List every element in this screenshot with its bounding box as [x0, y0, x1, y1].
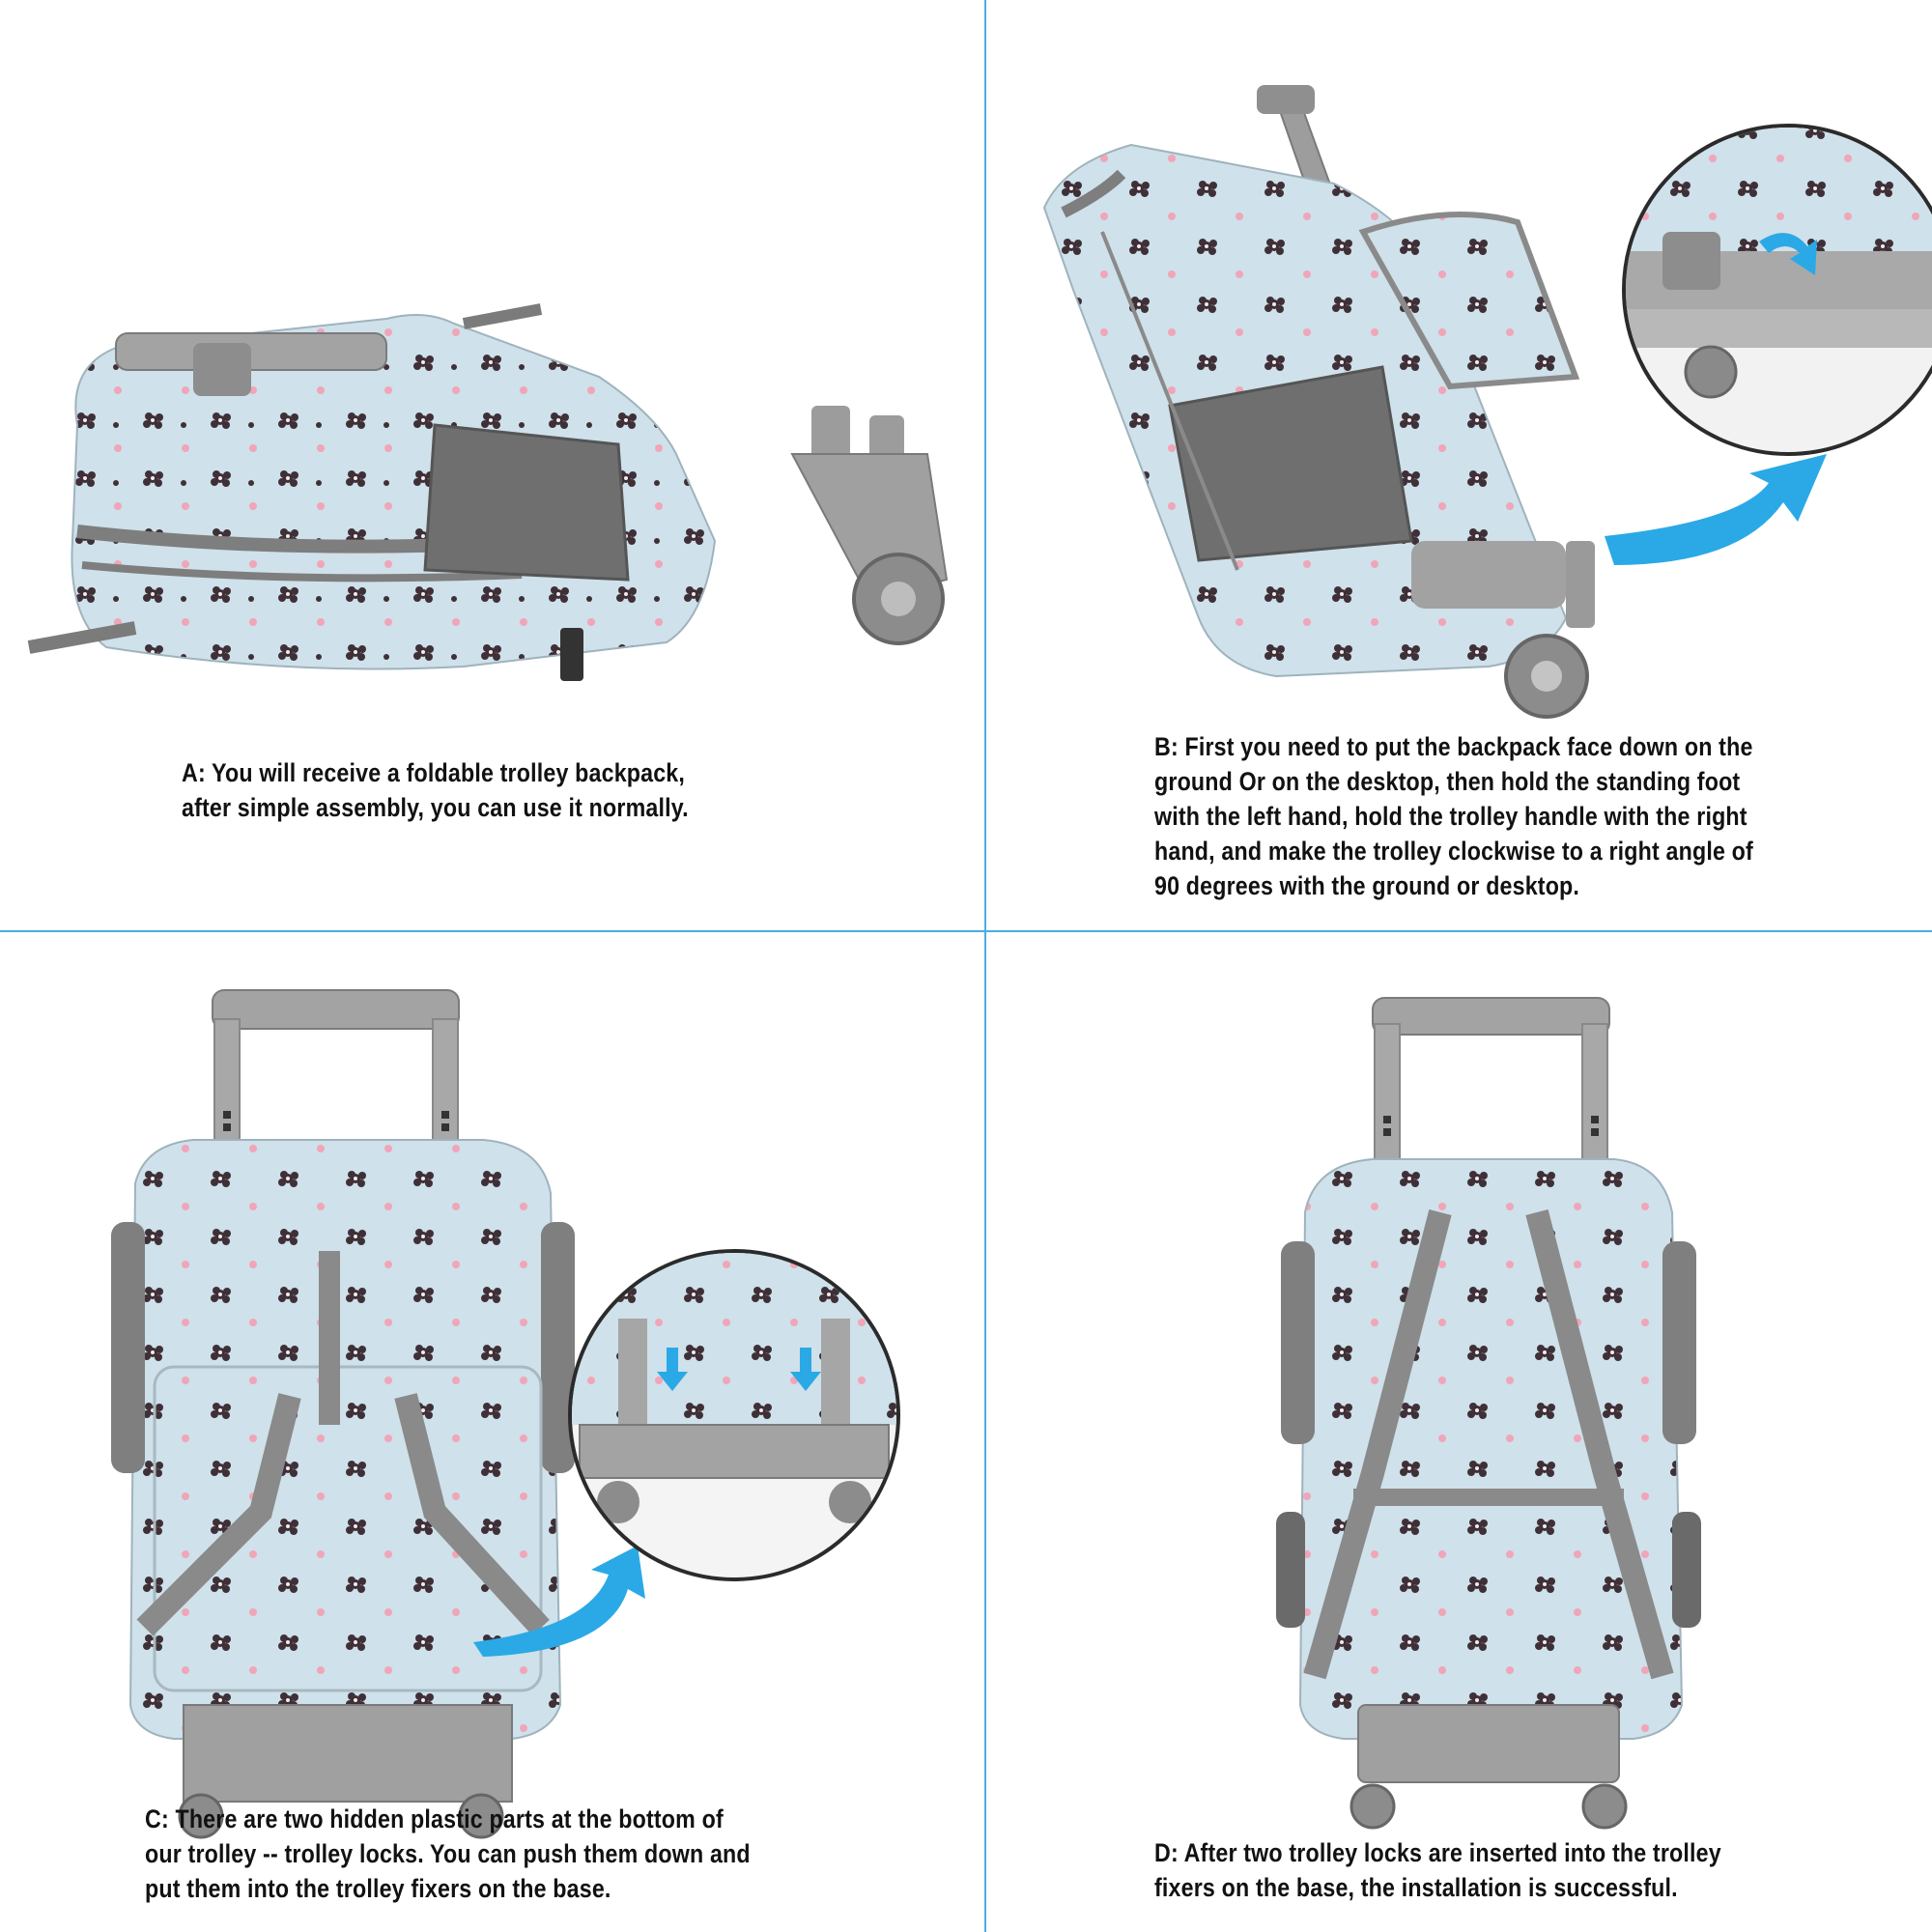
tilted-backpack-image — [1042, 85, 1932, 719]
caption-a-line-1: A: You will receive a foldable trolley b… — [182, 758, 686, 787]
panel-d: D: After two trolley locks are inserted … — [986, 932, 1932, 1932]
panel-c: C: There are two hidden plastic parts at… — [0, 932, 984, 1932]
caption-b-line-4: hand, and make the trolley clockwise to … — [1154, 837, 1753, 866]
vertical-divider — [984, 0, 986, 1932]
caption-c: C: There are two hidden plastic parts at… — [145, 1802, 751, 1906]
caption-d-line-1: D: After two trolley locks are inserted … — [1154, 1838, 1721, 1867]
caption-a-line-2: after simple assembly, you can use it no… — [182, 793, 689, 822]
caption-c-line-3: put them into the trolley fixers on the … — [145, 1874, 611, 1903]
caption-b-line-2: ground Or on the desktop, then hold the … — [1154, 767, 1741, 796]
caption-d-line-2: fixers on the base, the installation is … — [1154, 1873, 1678, 1902]
rotate-arrow-icon — [1605, 454, 1827, 565]
panel-b: B: First you need to put the backpack fa… — [986, 0, 1932, 930]
caption-b: B: First you need to put the backpack fa… — [1154, 729, 1753, 903]
curved-arrow-icon — [1759, 233, 1817, 275]
assembled-backpack-image — [1276, 997, 1701, 1830]
caption-b-line-1: B: First you need to put the backpack fa… — [1154, 732, 1753, 761]
caption-c-line-2: our trolley -- trolley locks. You can pu… — [145, 1839, 751, 1868]
down-arrow-left-icon — [657, 1348, 688, 1391]
caption-a: A: You will receive a foldable trolley b… — [182, 755, 689, 825]
caption-b-line-3: with the left hand, hold the trolley han… — [1154, 802, 1747, 831]
down-arrow-right-icon — [790, 1348, 821, 1391]
folded-backpack-image — [27, 303, 949, 681]
push-arrow-icon — [473, 1546, 645, 1657]
caption-b-line-5: 90 degrees with the ground or desktop. — [1154, 871, 1580, 900]
caption-c-line-1: C: There are two hidden plastic parts at… — [145, 1804, 724, 1833]
panel-a: A: You will receive a foldable trolley b… — [0, 0, 984, 930]
horizontal-divider — [0, 930, 1932, 932]
backpack-back-view-image — [111, 989, 900, 1839]
caption-d: D: After two trolley locks are inserted … — [1154, 1835, 1721, 1905]
